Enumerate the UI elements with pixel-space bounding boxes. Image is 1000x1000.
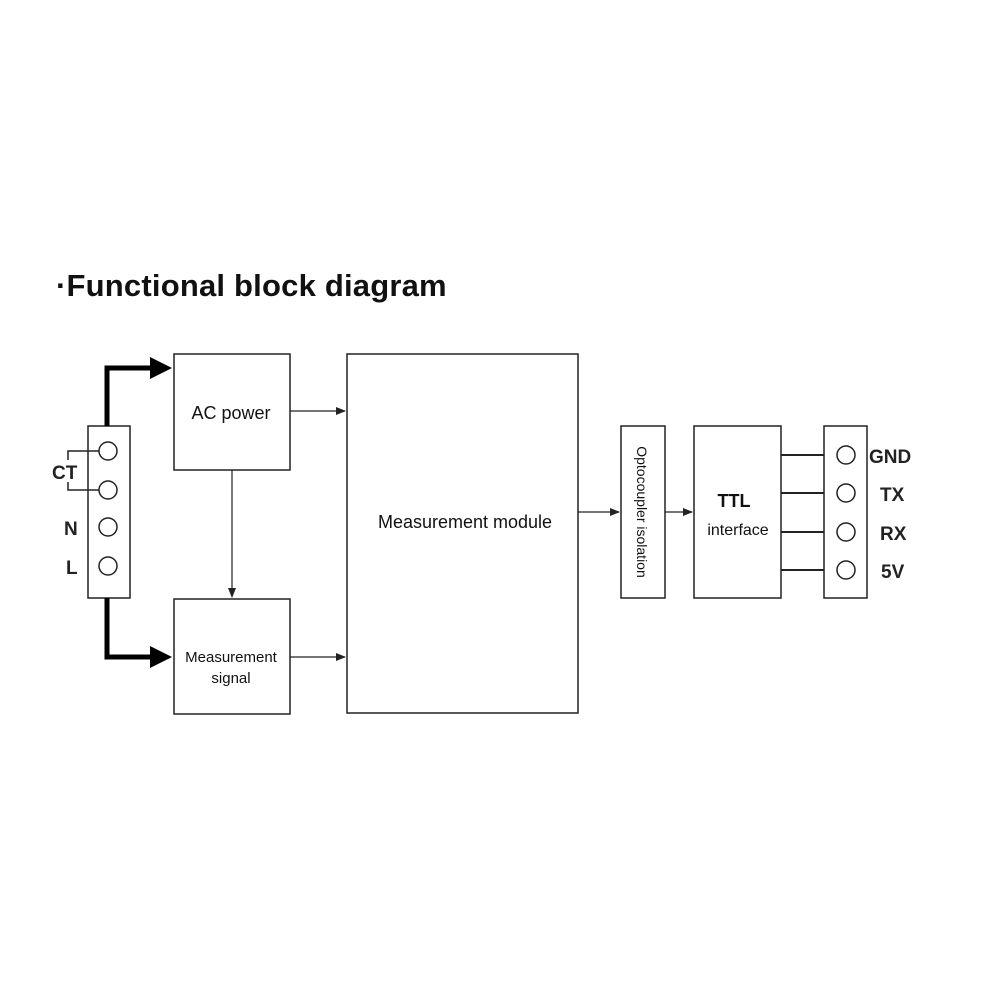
label-l: L (66, 558, 78, 579)
measurement-signal-label-line2: signal (211, 670, 250, 687)
label-rx: RX (880, 524, 907, 545)
terminal-l (98, 556, 118, 576)
label-n: N (64, 519, 78, 540)
diagram-title: ·Functional block diagram (56, 268, 447, 303)
thick-line-to-measurement-signal (104, 598, 152, 660)
label-gnd: GND (869, 447, 911, 468)
measurement-module-block (346, 353, 579, 714)
label-ct: CT (52, 463, 78, 484)
thick-arrowhead-measurement-signal (150, 646, 172, 668)
terminal-ct-2 (98, 480, 118, 500)
optocoupler-block (620, 425, 666, 599)
ac-power-label: AC power (191, 403, 270, 423)
terminal-rx (836, 522, 856, 542)
label-5v: 5V (881, 562, 905, 583)
terminal-5v (836, 560, 856, 580)
measurement-signal-label-line1: Measurement (185, 649, 278, 666)
optocoupler-label: Optocoupler isolation (634, 446, 650, 578)
ttl-label-line2: interface (707, 522, 768, 539)
ac-power-block (173, 353, 291, 471)
thick-arrowhead-ac-power (150, 357, 172, 379)
measurement-signal-block (173, 598, 291, 715)
label-tx: TX (880, 485, 905, 506)
terminal-ct-1 (98, 441, 118, 461)
terminal-gnd (836, 445, 856, 465)
terminal-n (98, 517, 118, 537)
terminal-tx (836, 483, 856, 503)
ttl-interface-block (693, 425, 782, 599)
measurement-module-label: Measurement module (378, 512, 552, 532)
thick-line-to-ac-power (104, 365, 152, 426)
ttl-label-line1: TTL (718, 491, 751, 511)
